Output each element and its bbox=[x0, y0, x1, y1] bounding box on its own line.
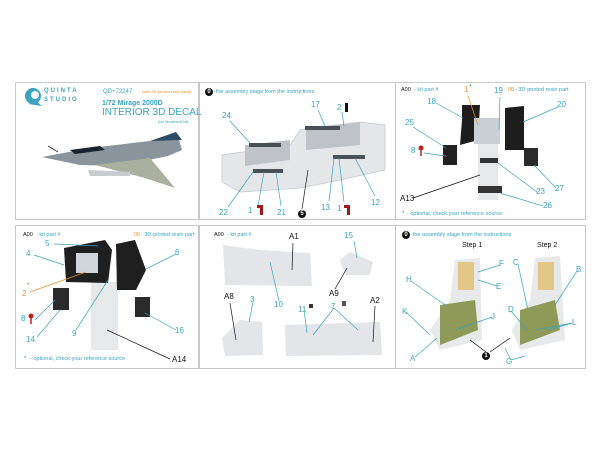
brand-line1: QUINTA bbox=[44, 88, 79, 94]
label-20: 20 bbox=[557, 100, 566, 109]
label-b: B bbox=[576, 265, 582, 274]
label-f: F bbox=[499, 259, 504, 268]
step-1-label: Step 1 bbox=[462, 242, 483, 249]
label-10: 10 bbox=[274, 300, 283, 309]
panel-ejection-seats bbox=[395, 225, 586, 369]
label-a9: A9 bbox=[329, 289, 339, 298]
label-8: 8 bbox=[411, 146, 416, 155]
label-4: 4 bbox=[26, 249, 31, 258]
label-5: 5 bbox=[45, 239, 50, 248]
assembly-stage-note: -the assembly stage from the instruction… bbox=[214, 89, 315, 95]
label-21: 21 bbox=[277, 208, 286, 217]
product-title: INTERIOR 3D DECAL bbox=[102, 107, 202, 118]
label-14: 14 bbox=[26, 335, 35, 344]
label-22: 22 bbox=[219, 208, 228, 217]
label-g: G bbox=[506, 357, 513, 366]
label-11: 11 bbox=[298, 305, 307, 314]
kit-part-text: - kit part # bbox=[414, 87, 439, 93]
panel-cockpit-tub bbox=[199, 82, 396, 220]
label-h: H bbox=[406, 275, 412, 284]
label-13: 13 bbox=[321, 203, 330, 212]
label-19: 19 bbox=[494, 86, 503, 95]
brand-line2: STUDIO bbox=[44, 97, 79, 103]
kit-part-text: - kit part # bbox=[36, 232, 61, 238]
label-l: L bbox=[572, 318, 577, 327]
label-8: 8 bbox=[21, 314, 26, 323]
label-17: 17 bbox=[311, 100, 320, 109]
product-code: QD+72247 bbox=[103, 89, 133, 95]
label-a14: A14 bbox=[172, 355, 187, 364]
stage-5-badge: 5 bbox=[298, 210, 306, 218]
label-j: J bbox=[491, 312, 495, 321]
optional-note: - optional, check your reference source bbox=[407, 211, 503, 217]
label-a1: A1 bbox=[289, 232, 299, 241]
panel-rear-dashboard bbox=[15, 225, 199, 369]
resin-code: 00 bbox=[508, 87, 515, 93]
label-a8: A8 bbox=[224, 292, 234, 301]
label-3: 3 bbox=[250, 295, 255, 304]
resin-note: (with 3D printed resin parts) bbox=[142, 89, 192, 94]
label-a2: A2 bbox=[370, 296, 380, 305]
label-6: 6 bbox=[175, 248, 180, 257]
label-1: 1 bbox=[248, 206, 253, 215]
resin-code: 00 bbox=[134, 232, 141, 238]
label-2-resin: 2 bbox=[22, 289, 27, 298]
optional-note: - optional, check your reference source bbox=[30, 356, 126, 362]
label-a13: A13 bbox=[400, 194, 415, 203]
label-c: C bbox=[513, 258, 519, 267]
label-a: A bbox=[410, 354, 416, 363]
label-25: 25 bbox=[405, 118, 414, 127]
optional-star-icon: * bbox=[469, 84, 472, 91]
resin-text: - 3D-printed resin part bbox=[515, 87, 569, 93]
optional-star-icon: * bbox=[402, 211, 405, 217]
step-2-label: Step 2 bbox=[537, 242, 558, 249]
kit-part-code: A00 bbox=[214, 232, 224, 238]
label-26: 26 bbox=[543, 201, 552, 210]
label-d: D bbox=[508, 305, 514, 314]
kit-part-code: A00 bbox=[23, 232, 33, 238]
label-7: 7 bbox=[331, 302, 336, 311]
label-9: 9 bbox=[72, 329, 77, 338]
optional-star-icon: * bbox=[24, 356, 27, 362]
assembly-stage-badge: 0 bbox=[402, 231, 410, 239]
label-16: 16 bbox=[175, 326, 184, 335]
label-18: 18 bbox=[427, 97, 436, 106]
kit-note: (for Modelsvit kit) bbox=[158, 119, 189, 124]
label-1b: 1 bbox=[337, 204, 342, 213]
label-24: 24 bbox=[222, 111, 231, 120]
label-2: 2 bbox=[337, 103, 342, 112]
label-1-resin: 1 bbox=[464, 85, 469, 94]
optional-star-icon: * bbox=[27, 283, 30, 289]
kit-part-code: A00 bbox=[401, 87, 411, 93]
assembly-stage-note: -the assembly stage from the instruction… bbox=[411, 232, 512, 238]
stage-1-badge: 1 bbox=[482, 352, 490, 360]
label-k: K bbox=[402, 307, 408, 316]
label-23: 23 bbox=[536, 187, 545, 196]
resin-text: - 3D-printed resin part bbox=[141, 232, 195, 238]
label-15: 15 bbox=[344, 231, 353, 240]
kit-part-text: - kit part # bbox=[227, 232, 252, 238]
label-27: 27 bbox=[555, 184, 564, 193]
assembly-stage-badge: 0 bbox=[205, 88, 213, 96]
model-name: 1/72 Mirage 2000D bbox=[102, 100, 163, 107]
label-e: E bbox=[496, 282, 502, 291]
label-12: 12 bbox=[371, 198, 380, 207]
